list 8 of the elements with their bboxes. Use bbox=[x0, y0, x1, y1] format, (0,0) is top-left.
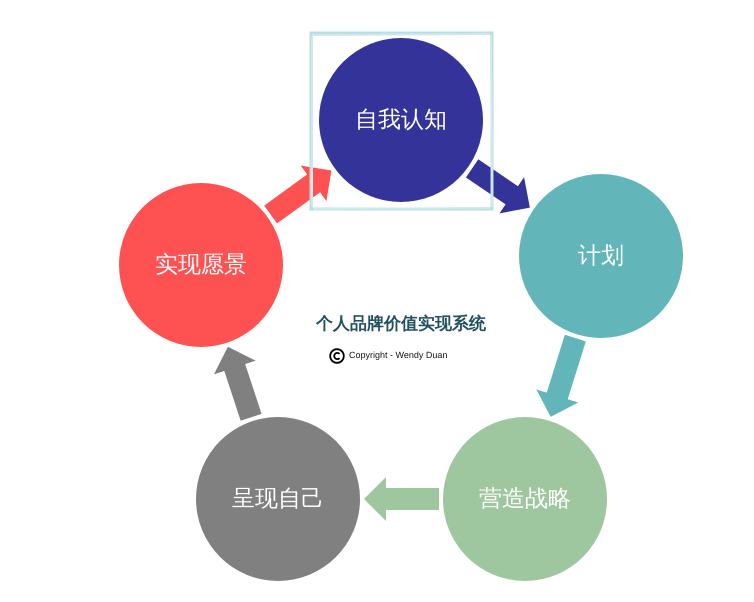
copyright-notice: Copyright - Wendy Duan bbox=[349, 349, 448, 362]
diagram-title: 个人品牌价值实现系统 bbox=[314, 314, 487, 336]
node-label: 计划 bbox=[577, 242, 625, 270]
node-label: 呈现自己 bbox=[231, 484, 325, 514]
node-label: 自我认知 bbox=[354, 106, 448, 134]
node-label: 营造战略 bbox=[478, 484, 572, 514]
block-arrow bbox=[364, 477, 439, 521]
node-label: 实现愿景 bbox=[154, 250, 248, 280]
